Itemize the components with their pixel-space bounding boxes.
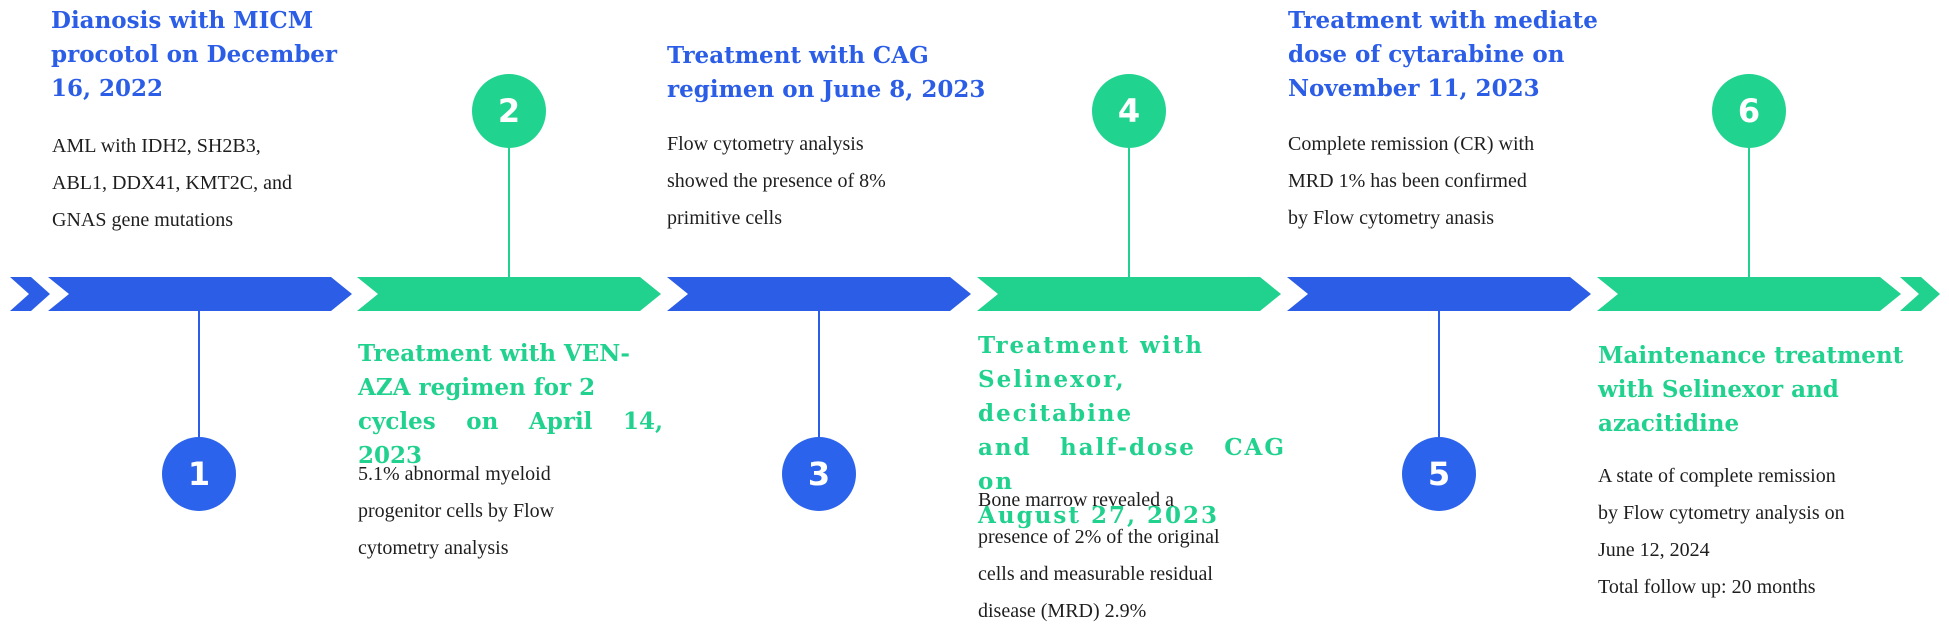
step-3-description: Flow cytometry analysis showed the prese… xyxy=(667,133,886,229)
step-1-description: AML with IDH2, SH2B3, ABL1, DDX41, KMT2C… xyxy=(52,135,292,231)
step-6-description: A state of complete remission by Flow cy… xyxy=(1598,465,1845,598)
timeline-segment-6 xyxy=(1597,277,1901,311)
step-2-connector xyxy=(508,148,510,277)
step-5-marker: 5 xyxy=(1402,437,1476,511)
step-4-description: Bone marrow revealed a presence of 2% of… xyxy=(978,489,1220,622)
timeline-segment-1 xyxy=(48,277,352,311)
timeline-segment-4 xyxy=(977,277,1281,311)
step-5-title: Treatment with mediate dose of cytarabin… xyxy=(1288,7,1598,102)
step-3-connector xyxy=(818,311,820,441)
step-6-title: Maintenance treatment with Selinexor and… xyxy=(1598,342,1904,437)
step-5-connector xyxy=(1438,311,1440,441)
timeline-segment-2 xyxy=(357,277,661,311)
step-1-marker: 1 xyxy=(162,437,236,511)
step-2-marker: 2 xyxy=(472,74,546,148)
step-6-marker: 6 xyxy=(1712,74,1786,148)
step-5-description: Complete remission (CR) with MRD 1% has … xyxy=(1288,133,1535,229)
step-4-connector xyxy=(1128,148,1130,277)
step-2-title: Treatment with VEN- AZA regimen for 2 cy… xyxy=(358,340,663,469)
step-1-connector xyxy=(198,311,200,441)
timeline-segment-5 xyxy=(1287,277,1591,311)
step-2-description: 5.1% abnormal myeloid progenitor cells b… xyxy=(358,463,555,559)
timeline-end-chevron xyxy=(1900,277,1940,311)
step-3-marker: 3 xyxy=(782,437,856,511)
step-4-title: Treatment with Selinexor, decitabine and… xyxy=(978,332,1286,529)
step-6-connector xyxy=(1748,148,1750,277)
timeline-segment-3 xyxy=(667,277,971,311)
step-4-marker: 4 xyxy=(1092,74,1166,148)
step-1-title: Dianosis with MICM procotol on December … xyxy=(51,7,338,102)
timeline-start-chevron xyxy=(10,277,50,311)
step-3-title: Treatment with CAG regimen on June 8, 20… xyxy=(667,42,986,103)
